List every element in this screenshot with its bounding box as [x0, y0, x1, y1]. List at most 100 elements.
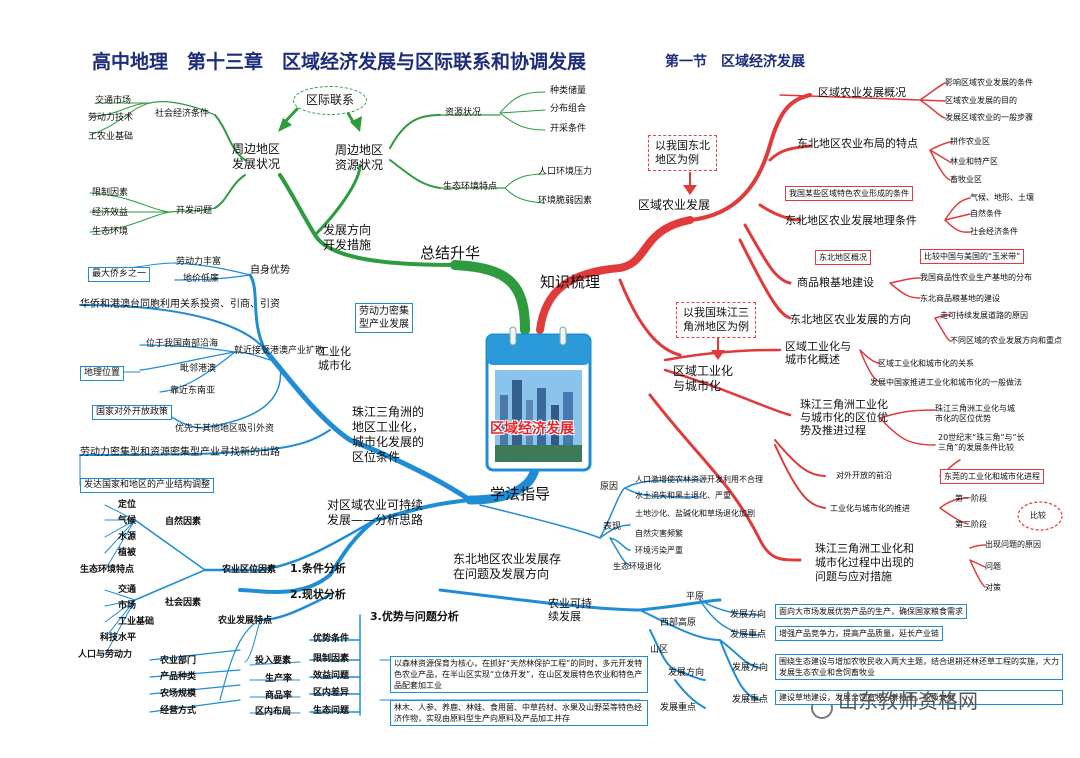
- concept-item: 发展中国家推进工业化和城市化的一般做法: [870, 378, 1022, 387]
- ne-overview-box: 东北地区概况: [815, 250, 871, 265]
- ind-urban: 区域工业化 与城市化: [673, 364, 734, 393]
- compare-box: 比较中国与美国的“玉米带”: [920, 249, 1025, 264]
- layout-item: 耕作农业区: [950, 137, 990, 146]
- direction-measures: 发展方向 开发措施: [323, 223, 372, 252]
- direction-item: 不同区域的农业发展方向和重点: [950, 336, 1062, 345]
- adv-col-item: 优势条件: [313, 634, 350, 644]
- adv-analysis: 3.优势与问题分析: [370, 610, 459, 623]
- agri-layout: 东北地区农业布局的特点: [797, 137, 918, 150]
- reason-item: 水土流失和黑土退化、严重: [635, 491, 731, 500]
- dev-item: 经济效益: [92, 208, 129, 218]
- location-item: 靠近东南亚: [170, 386, 216, 396]
- plain-dir: 发展方向: [730, 610, 767, 620]
- mt-focus: 发展重点: [660, 703, 697, 713]
- grain-item: 东北商品粮基地的建设: [920, 294, 1000, 303]
- agri-dev: 区域农业发展: [638, 198, 711, 212]
- social-item: 交通: [118, 585, 137, 595]
- west-focus-text: 建设草地建设，发展舍饲畜牧、养殖业，积极发展: [775, 690, 1063, 705]
- problem-item: 对策: [985, 583, 1001, 592]
- location-item: 20世纪末“珠三角”与“长 三角”的发展条件比较: [938, 433, 1025, 452]
- plain: 平原: [686, 592, 705, 602]
- social-item: 工业基础: [118, 617, 155, 627]
- reason: 原因: [600, 482, 619, 492]
- resource-label: 资源状况: [445, 108, 482, 118]
- page-title: 高中地理 第十三章 区域经济发展与区际联系和协调发展: [92, 51, 587, 73]
- mountain: 山区: [650, 645, 669, 655]
- watermark: 山东教师资格网: [838, 689, 978, 713]
- ne-problems: 东北地区农业发展存 在问题及发展方向: [453, 552, 562, 581]
- adv-col-item: 区内差异: [313, 688, 350, 698]
- agri-sustain: 农业可持 续发展: [548, 597, 592, 623]
- compare-bubble: 比较: [1030, 511, 1046, 520]
- west-plateau: 西部高原: [660, 618, 697, 628]
- ind-problems: 珠江三角洲工业化和 城市化过程中出现的 问题与应对措施: [815, 542, 914, 583]
- hk-expand: 就近接受港澳产业扩散: [234, 346, 325, 356]
- ind-city: 工业化 城市化: [318, 345, 351, 372]
- location-box: 地理位置: [80, 366, 125, 381]
- dongguan-box: 东莞的工业化和城市化进程: [940, 469, 1044, 484]
- priority: 优先于其他地区吸引外资: [175, 424, 275, 434]
- symptom-item: 生态环境退化: [613, 562, 661, 571]
- industry-transfer: 劳动力密集型和资源密集型产业寻找新的出路: [80, 447, 280, 458]
- natural-item: 生态环境特点: [80, 565, 135, 575]
- problem-item: 问题: [985, 562, 1001, 571]
- social-item: 科技水平: [100, 633, 137, 643]
- social-item: 市场: [118, 601, 137, 611]
- sustain-analysis: 对区域农业可持续 发展——分析思路: [327, 498, 424, 527]
- natural-factor: 自然因素: [165, 517, 202, 527]
- symptom-item: 土地沙化、盐碱化和草场退化加剧: [635, 509, 755, 518]
- promote: 工业化与城市化的推进: [830, 504, 910, 513]
- concept-item: 区域工业化和城市化的关系: [878, 359, 974, 368]
- mid-col-item: 生产率: [265, 674, 293, 684]
- branch-method: 学法指导: [490, 485, 551, 503]
- policy-box: 国家对外开放政策: [92, 405, 173, 420]
- stage-1: 第一阶段: [955, 494, 987, 503]
- natural-item: 水源: [118, 532, 137, 542]
- overview-item: 影响区域农业发展的条件: [945, 78, 1033, 87]
- cond-analysis: 1.条件分析: [290, 562, 346, 575]
- west-dir-text: 围绕生态建设与增加农牧民收入两大主题，结合退耕还林还草工程的实施，大力发展生态农…: [775, 654, 1063, 680]
- adv-col-item: 生态问题: [313, 706, 350, 716]
- agri-direction: 东北地区农业发展的方向: [790, 313, 911, 326]
- mt-dir: 发展方向: [668, 668, 705, 678]
- branch-knowledge: 知识梳理: [540, 273, 601, 291]
- plain-dir-text: 面向大市场发展优势产品的生产，确保国家粮食需求: [775, 604, 967, 619]
- reason-item: 人口激增使农林资源开发利用不合理: [635, 475, 763, 484]
- resource-status: 周边地区 资源状况: [335, 143, 384, 172]
- agri-overview: 区域农业发展概况: [818, 86, 906, 99]
- stage-2: 第二阶段: [955, 520, 987, 529]
- land-price: 地价低廉: [183, 274, 220, 284]
- geo-item: 社会经济条件: [970, 227, 1018, 236]
- overview-item: 发展区域农业的一般步骤: [945, 113, 1033, 122]
- mid-col-item: 区内布局: [255, 707, 292, 717]
- mid-col-item: 商品率: [265, 691, 293, 701]
- social-item: 人口与劳动力: [78, 650, 133, 660]
- location-item: 毗邻港澳: [180, 364, 217, 374]
- social-item: 劳动力技术: [88, 113, 134, 123]
- section-title: 第一节 区域经济发展: [665, 54, 805, 70]
- prd-conditions: 珠江三角洲的 地区工业化， 城市化发展的 区位条件: [352, 405, 425, 464]
- branch-summary: 总结升华: [420, 244, 481, 262]
- example-ne-box: 以我国东北 地区为例: [648, 135, 717, 171]
- symptom: 表现: [603, 522, 622, 532]
- feature-box: 我国某些区域特色农业形成的条件: [785, 186, 913, 201]
- plain-focus-text: 增强产品竞争力，提高产品质量，延长产业链: [775, 626, 943, 641]
- left-col-item: 经营方式: [160, 706, 197, 716]
- example-prd-box: 以我国珠江三 角洲地区为例: [676, 302, 756, 338]
- agri-features: 农业发展特点: [218, 616, 273, 626]
- surrounding-status: 周边地区 发展状况: [232, 142, 281, 171]
- natural-item: 定位: [118, 500, 137, 510]
- symptom-item: 自然灾害频繁: [635, 529, 683, 538]
- social-factor: 社会因素: [165, 598, 202, 608]
- resource-item: 分布组合: [550, 104, 587, 114]
- left-col-item: 农场规模: [160, 689, 197, 699]
- natural-item: 气候: [118, 516, 137, 526]
- left-col-item: 产品种类: [160, 672, 197, 682]
- status-analysis: 2.现状分析: [290, 588, 346, 601]
- center-title: 区域经济发展: [490, 421, 574, 437]
- mt-focus-text: 林木、人参、养鹿、林蛙、食用菌、中草药材、水果及山野菜等特色经济作物，实现由原料…: [390, 700, 648, 726]
- layout-item: 畜牧业区: [950, 175, 982, 184]
- west-dir: 发展方向: [732, 663, 769, 673]
- natural-item: 植被: [118, 548, 137, 558]
